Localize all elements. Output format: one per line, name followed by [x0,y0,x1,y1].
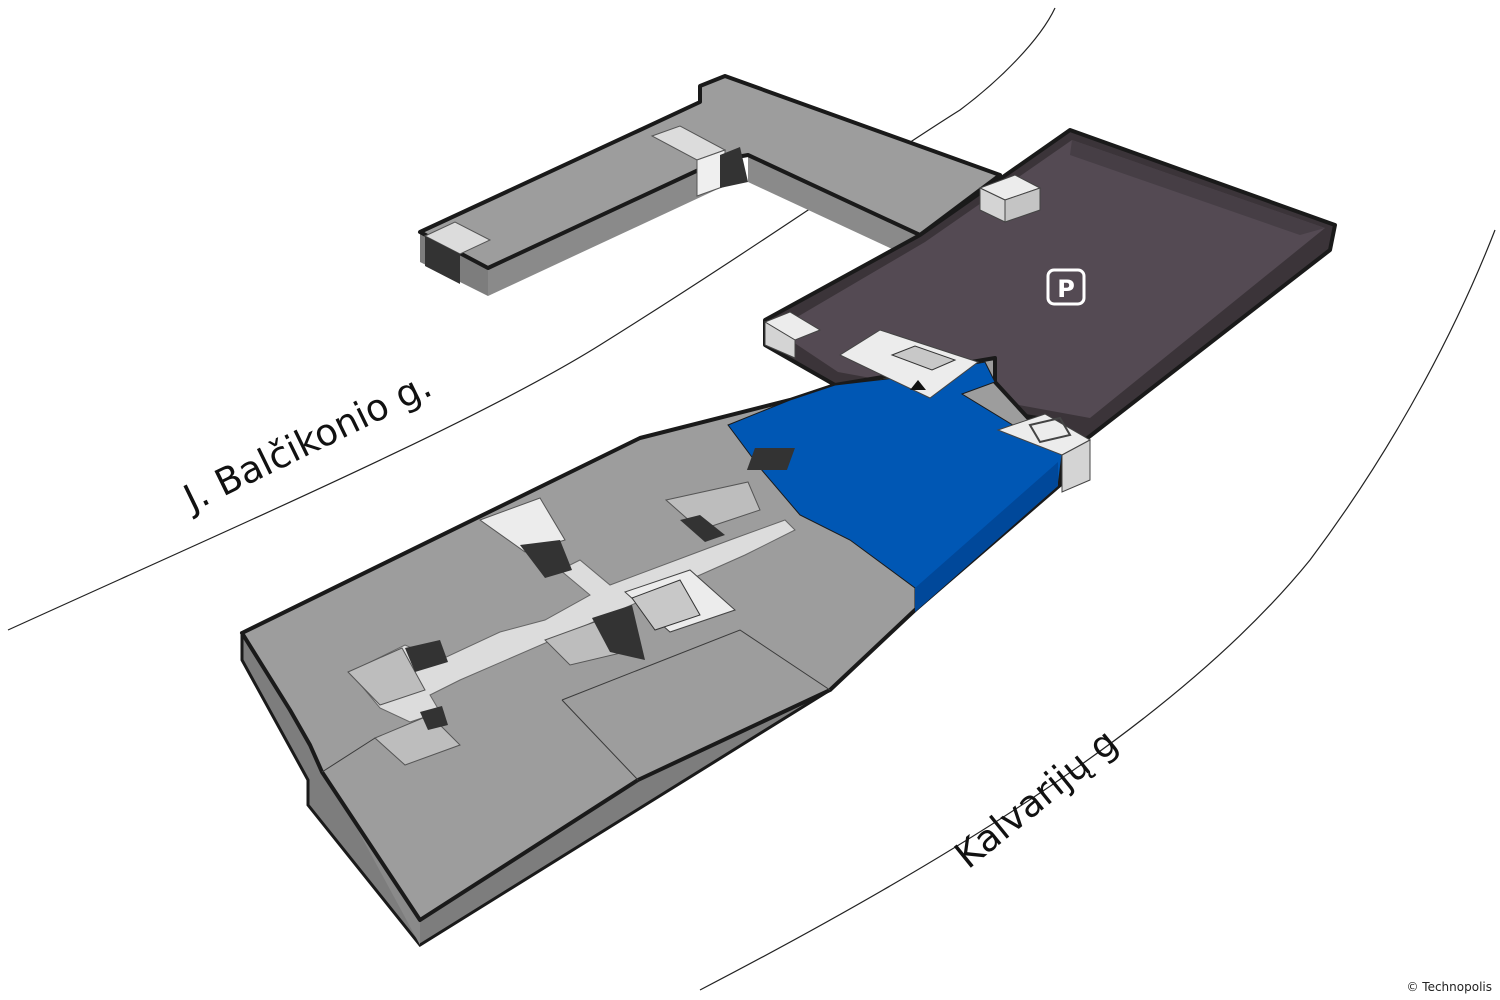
north-wing [418,74,1002,296]
elevator-icon [890,345,957,371]
main-building [240,329,1092,947]
street-line-kalvariju [699,229,1496,991]
copyright-notice: © Technopolis [1406,980,1492,994]
street-line-balcikonio [7,7,1056,631]
arrow-up-icon [910,380,926,390]
stairs-icon [1028,416,1072,444]
street-label-balcikonio: J. Balčikonio g. [175,363,438,521]
corridor [349,519,796,723]
street-label-kalvariju: Kalvarijų g [947,720,1126,877]
parking-symbol: P [1057,275,1075,303]
parking-sign-icon [1046,268,1086,306]
